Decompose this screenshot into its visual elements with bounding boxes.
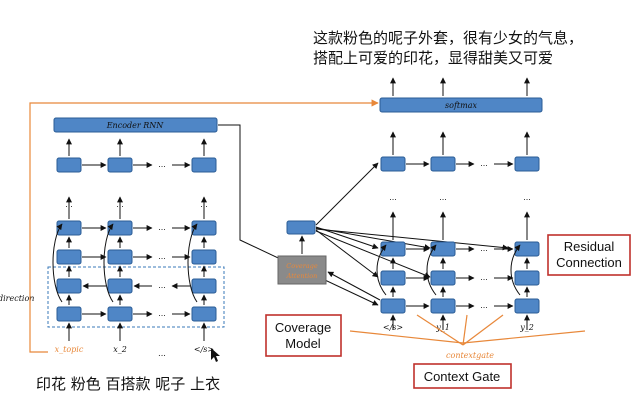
ellipsis: ... (480, 244, 488, 253)
softmax-bar (379, 97, 543, 113)
decoder-cell (514, 270, 540, 286)
encoder-ellipses: ... ... ... ... ... ... ... ... (65, 160, 208, 318)
cursor-icon (211, 348, 220, 362)
encoder-token: x_2 (113, 345, 127, 354)
decoder-ellipses: ... ... ... ... ... ... ... (389, 159, 531, 310)
topic-orange-path (29, 99, 379, 353)
encoder-columns (56, 157, 217, 322)
coverage-model-line-2: Model (285, 336, 321, 351)
context-vector-box (286, 220, 316, 235)
encoder-cell (191, 157, 217, 173)
encoder-cell (107, 157, 133, 173)
encoder-cell (107, 249, 133, 265)
encoder-cell (56, 157, 82, 173)
ellipsis: ... (480, 159, 488, 168)
encoder-token: x_topic (55, 345, 84, 354)
residual-connection-callout: Residual Connection (547, 234, 631, 276)
decoder-cell (514, 156, 540, 172)
encoder-tokens: x_topic x_2 ... </s> (55, 345, 214, 358)
input-text: 印花 粉色 百搭款 呢子 上衣 (36, 375, 220, 393)
coverage-attention-label-2: Attention (286, 272, 318, 280)
decoder-cell (514, 241, 540, 257)
decoder-horizontal-arrows (406, 161, 514, 309)
residual-label-line-2: Connection (556, 255, 622, 270)
direction-label: direction (0, 294, 34, 303)
encoder-rnn-label: Encoder RNN (106, 121, 165, 130)
context-gate-label: contextgate (446, 351, 494, 360)
encoder-column-1 (56, 157, 82, 322)
ellipsis: ... (480, 301, 488, 310)
ellipsis: ... (116, 200, 124, 209)
coverage-model-line-1: Coverage (275, 320, 331, 335)
ellipsis: ... (480, 273, 488, 282)
context-gate-callout-label: Context Gate (424, 369, 501, 384)
decoder-to-coverage-arrow (327, 271, 381, 301)
encoder-cell (107, 278, 133, 294)
output-text-line-1: 这款粉色的呢子外套，很有少女的气息， (313, 29, 583, 47)
softmax-output-arrows (390, 77, 530, 155)
encoder-cell (56, 278, 82, 294)
decoder-cell (430, 241, 456, 257)
softmax-label: softmax (445, 101, 477, 110)
ellipsis: ... (158, 309, 166, 318)
coverage-attention-label: Coverage (286, 262, 318, 270)
decoder-cell (380, 156, 406, 172)
encoder-rnn-bar (53, 117, 218, 133)
ellipsis: ... (158, 223, 166, 232)
encoder-cell (56, 249, 82, 265)
decoder-cell (380, 270, 406, 286)
decoder-vertical-arrows (376, 211, 530, 330)
encoder-cell (56, 306, 82, 322)
ellipsis: ... (158, 160, 166, 169)
encoder-cell (56, 220, 82, 236)
decoder-cell (380, 241, 406, 257)
encoder-cell (191, 278, 217, 294)
encoder-token: ... (158, 349, 166, 358)
output-text-line-2: 搭配上可爱的印花，显得甜美又可爱 (313, 49, 553, 67)
context-gate-callout: Context Gate (413, 363, 512, 389)
decoder-token: y_1 (435, 323, 450, 332)
decoder-cell (430, 270, 456, 286)
coverage-model-callout: Coverage Model (265, 314, 342, 357)
encoder-horizontal-arrows (82, 162, 191, 317)
decoder-cell (430, 298, 456, 314)
residual-label-line-1: Residual (564, 239, 615, 254)
decoder-tokens: </s> y_1 y_2 (383, 323, 534, 332)
ellipsis: ... (523, 193, 531, 202)
encoder-vertical-arrows (52, 138, 207, 341)
bidirectional-region (47, 266, 225, 328)
encoder-cell (107, 220, 133, 236)
ellipsis: ... (65, 200, 73, 209)
encoder-cell (191, 249, 217, 265)
attention-lines (315, 162, 509, 278)
ellipsis: ... (439, 193, 447, 202)
encoder-token: </s> (194, 345, 214, 354)
coverage-attention-box (277, 255, 327, 285)
ellipsis: ... (389, 193, 397, 202)
ellipsis: ... (158, 281, 166, 290)
decoder-cell (380, 298, 406, 314)
decoder-columns (380, 156, 540, 314)
context-gate-lines (349, 314, 586, 346)
decoder-token: </s> (383, 323, 403, 332)
ellipsis: ... (200, 200, 208, 209)
ellipsis: ... (158, 252, 166, 261)
decoder-cell (430, 156, 456, 172)
encoder-column-2 (107, 157, 133, 322)
encoder-cell (107, 306, 133, 322)
decoder-cell (514, 298, 540, 314)
encoder-cell (191, 306, 217, 322)
encoder-cell (191, 220, 217, 236)
decoder-token: y_2 (519, 323, 534, 332)
